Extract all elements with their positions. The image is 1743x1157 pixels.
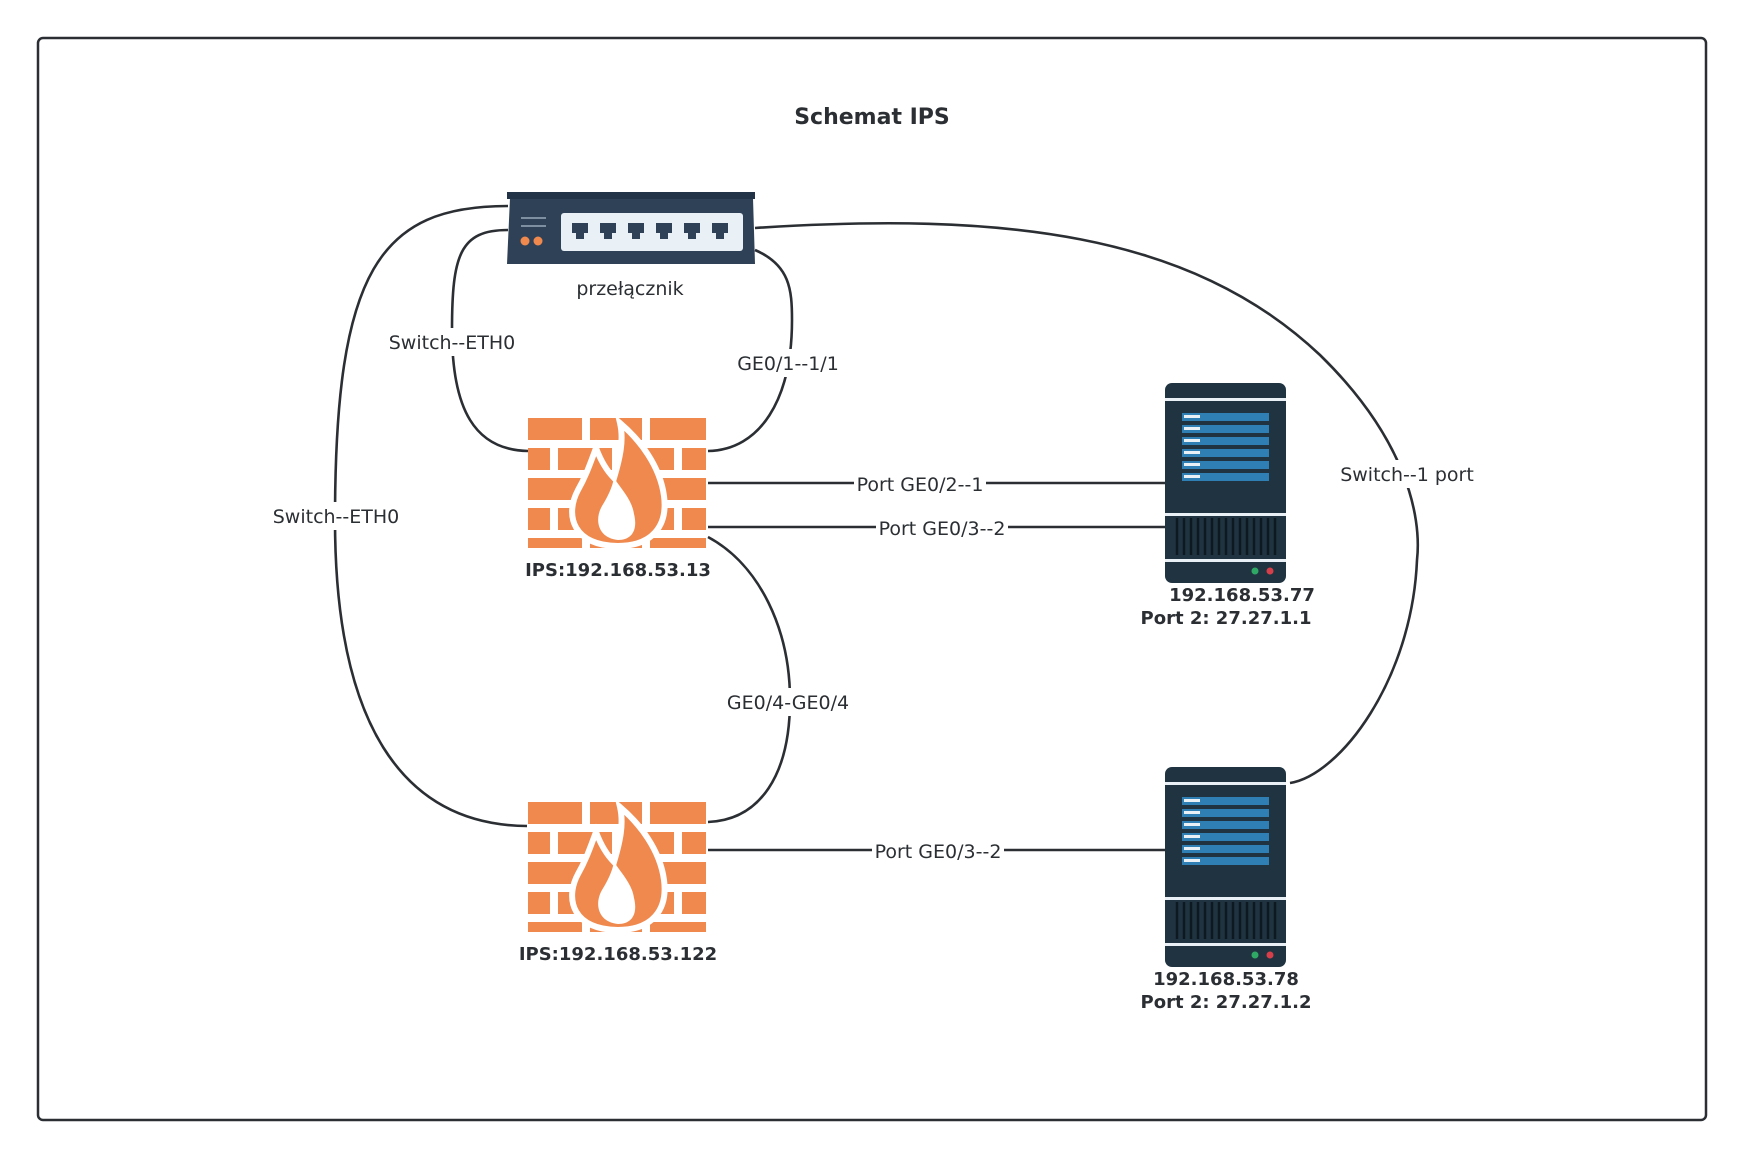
ips2-label: IPS:192.168.53.122 [519,944,717,965]
server1-ip-label: 192.168.53.77 [1169,585,1315,606]
label-ips1-server1-b: Port GE0/3--2 [879,518,1006,540]
server-icon [1165,767,1286,967]
label-switch-server2: Switch--1 port [1340,464,1474,486]
label-ips1-server1-a: Port GE0/2--1 [857,474,984,496]
firewall-icon [528,798,706,934]
server-icon [1165,383,1286,583]
label-ips1-ips2: GE0/4-GE0/4 [727,692,849,714]
firewall-icon [528,414,706,550]
label-switch-ips1-ge: GE0/1--1/1 [737,353,839,375]
link-labels: Switch--ETH0 Switch--ETH0 GE0/1--1/1 Swi… [270,328,1478,865]
link-switch-ips1-ge [707,248,794,453]
ips1-label: IPS:192.168.53.13 [525,560,711,581]
diagram-frame [36,36,1708,1122]
network-switch-icon [507,192,755,264]
link-ips1-ips2 [707,535,792,824]
diagram-title: Schemat IPS [794,105,950,130]
label-switch-ips2-eth0: Switch--ETH0 [273,506,400,528]
label-switch-ips1-eth0: Switch--ETH0 [389,332,516,354]
label-ips2-server2: Port GE0/3--2 [875,841,1002,863]
switch-label: przełącznik [576,278,683,300]
server1-port-label: Port 2: 27.27.1.1 [1141,608,1312,629]
server2-port-label: Port 2: 27.27.1.2 [1141,992,1312,1013]
server2-ip-label: 192.168.53.78 [1153,969,1299,990]
link-switch-server2 [754,221,1420,785]
